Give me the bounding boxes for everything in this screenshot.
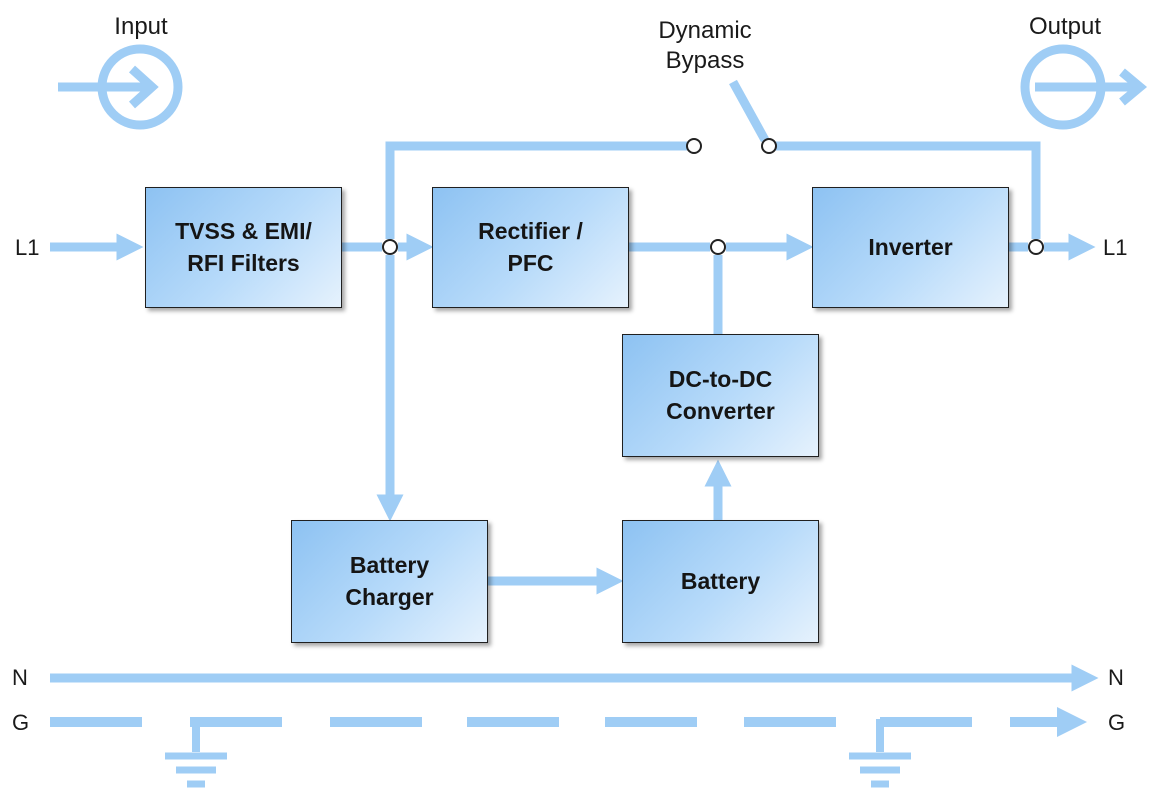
rectifier-pfc-block: Rectifier / PFC: [432, 187, 629, 308]
battery-label: Battery: [680, 567, 761, 594]
dc-bus-junction-node: [710, 239, 726, 255]
ground-icon: [165, 719, 236, 788]
output-header: Output: [1028, 13, 1102, 40]
dcdc-line2: Converter: [666, 397, 775, 424]
bypass-switch-lever: [729, 79, 769, 143]
inverter-block: Inverter: [812, 187, 1009, 308]
dynamic-bypass-label: Dynamic Bypass: [630, 16, 780, 76]
bypass-feed-line: [385, 141, 687, 239]
tvss-line1: TVSS & EMI/: [175, 218, 312, 245]
battery-block: Battery: [622, 520, 819, 643]
bypass-label-line1: Dynamic: [658, 17, 752, 44]
output-icon: [1020, 44, 1148, 130]
dcdc-line1: DC-to-DC: [668, 366, 773, 393]
inverter-label: Inverter: [868, 233, 953, 260]
ground-icon: [849, 719, 922, 788]
input-icon: [58, 44, 183, 130]
tvss-emi-rfi-filters-block: TVSS & EMI/ RFI Filters: [145, 187, 342, 308]
bypass-label-line2: Bypass: [665, 47, 745, 74]
rectifier-line2: PFC: [507, 249, 554, 276]
charger-line1: Battery: [349, 552, 430, 579]
g-output-label: G: [1108, 710, 1126, 735]
battery-charger-block: Battery Charger: [291, 520, 488, 643]
output-junction-node: [1028, 239, 1044, 255]
bypass-return-line: [776, 141, 1041, 239]
bypass-contact-right: [761, 138, 777, 154]
input-header: Input: [114, 13, 168, 40]
l1-input-label: L1: [15, 235, 40, 260]
l1-output-label: L1: [1103, 235, 1128, 260]
g-input-label: G: [12, 710, 30, 735]
n-output-label: N: [1108, 665, 1124, 690]
n-input-label: N: [12, 665, 28, 690]
tvss-line2: RFI Filters: [187, 249, 300, 276]
rectifier-line1: Rectifier /: [478, 218, 583, 245]
charger-line2: Charger: [345, 583, 434, 610]
dc-to-dc-converter-block: DC-to-DC Converter: [622, 334, 819, 457]
bypass-contact-left: [686, 138, 702, 154]
input-junction-node: [382, 239, 398, 255]
